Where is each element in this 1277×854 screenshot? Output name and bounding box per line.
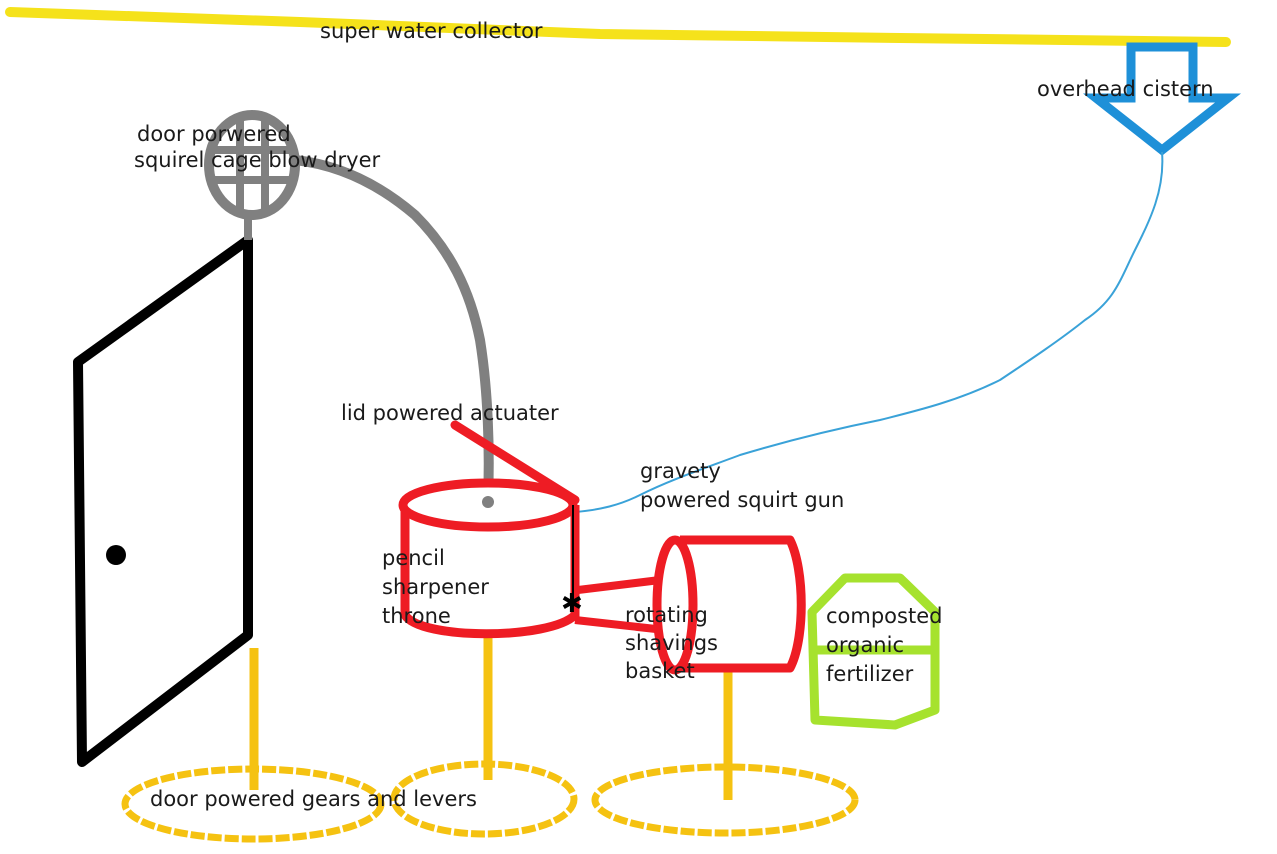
squirt-gun-label-line2: powered squirt gun <box>640 488 844 512</box>
pencil-sharpener-throne <box>398 420 580 639</box>
gears-label: door powered gears and levers <box>150 787 477 811</box>
gear-left <box>121 765 385 843</box>
lid-actuator-label: lid powered actuater <box>341 401 559 425</box>
compost-bin <box>807 573 940 730</box>
basket-label-line3: basket <box>625 659 695 683</box>
throne-label-line3: throne <box>382 604 451 628</box>
fertilizer-label-line3: fertilizer <box>826 662 914 686</box>
overhead-cistern-arrow <box>1083 42 1241 156</box>
door-knob <box>106 545 126 565</box>
squirt-gun-label-line1: gravety <box>640 459 721 483</box>
blow-dryer-label-line1: door porwered <box>137 122 291 146</box>
gears-and-levers <box>121 628 859 843</box>
fertilizer-label-line2: organic <box>826 633 904 657</box>
squirt-gun-nozzle-icon: ✱ <box>561 589 583 619</box>
gear-middle <box>390 760 578 838</box>
basket-label-line1: rotating <box>625 603 708 627</box>
basket-label-line2: shavings <box>625 631 718 655</box>
basket-connector-arms <box>574 576 666 634</box>
overhead-cistern-label: overhead cistern <box>1037 77 1214 101</box>
super-water-collector <box>5 7 1231 47</box>
throne-label-line1: pencil <box>382 546 445 570</box>
rotating-shavings-basket <box>652 535 806 675</box>
gear-right <box>591 763 859 837</box>
water-line <box>574 151 1164 513</box>
super-water-collector-label: super water collector <box>320 19 543 43</box>
throne-label-line2: sharpener <box>382 575 489 599</box>
door <box>73 235 253 767</box>
dryer-hose <box>290 155 494 505</box>
fertilizer-label-line1: composted <box>826 604 942 628</box>
blow-dryer-label-line2: squirel cage blow dryer <box>134 148 381 172</box>
